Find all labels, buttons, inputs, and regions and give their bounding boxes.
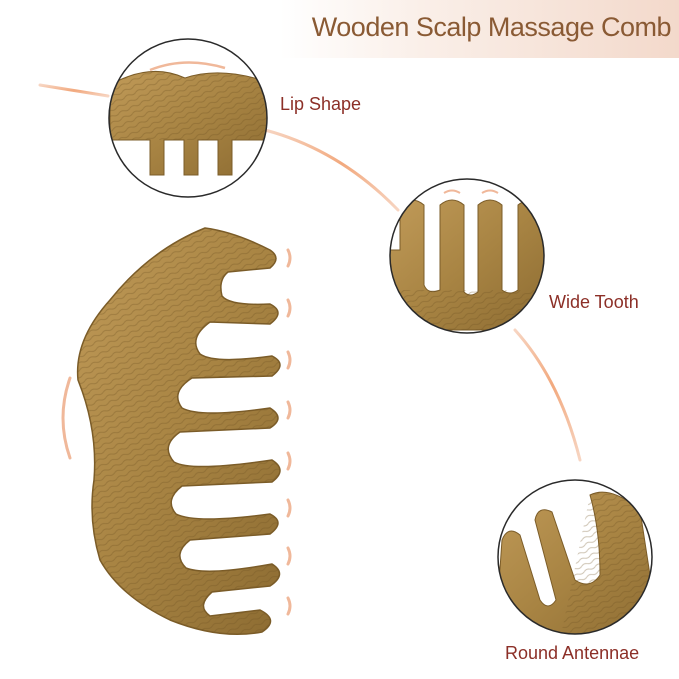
wooden-comb-image bbox=[61, 227, 292, 636]
feature-label-wide-tooth: Wide Tooth bbox=[549, 292, 639, 312]
feature-label-round-antennae: Round Antennae bbox=[505, 643, 640, 663]
wide-tooth-detail bbox=[389, 178, 545, 334]
round-antennae-detail bbox=[497, 479, 653, 635]
page-title: Wooden Scalp Massage Comb bbox=[311, 12, 672, 42]
feature-label-lip-shape: Lip Shape bbox=[280, 94, 362, 114]
connector-lines bbox=[38, 83, 582, 462]
lip-shape-detail bbox=[108, 38, 268, 198]
title-banner: Wooden Scalp Massage Comb bbox=[280, 0, 679, 58]
